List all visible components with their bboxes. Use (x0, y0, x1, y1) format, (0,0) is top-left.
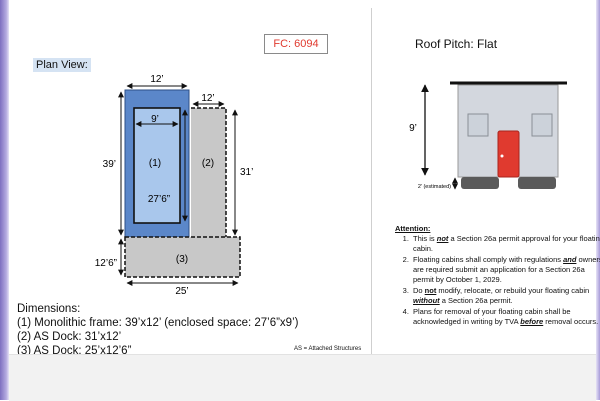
right-float (518, 177, 556, 189)
dim-bottom-width: 25’ (175, 286, 188, 297)
cabin-door (497, 130, 520, 178)
zone-2-label: (2) (202, 158, 214, 169)
enclosed-space-rect (133, 107, 181, 224)
attention-item: Plans for removal of your floating cabin… (411, 307, 600, 327)
dimension-item: (2) AS Dock: 31’x12’ (17, 331, 122, 343)
right-window-edge (596, 0, 600, 400)
dimensions-title: Dimensions: (17, 303, 81, 315)
dock-3-rect (124, 236, 241, 278)
attention-list: This is not a Section 26a permit approva… (395, 234, 600, 327)
dimensions-list: Dimensions: (1) Monolithic frame: 39’x12… (17, 302, 298, 358)
attention-item: Do not modify, relocate, or rebuild your… (411, 286, 600, 306)
zone-3-label: (3) (176, 254, 188, 265)
attention-title: Attention: (395, 224, 431, 233)
roof-pitch-title: Roof Pitch: Flat (415, 37, 498, 51)
left-float (461, 177, 499, 189)
plan-view-diagram: 12’ 12’ 9’ 39’ 27’6” 31’ 12’6” 25’ (1) (… (95, 74, 567, 297)
plan-view-label: Plan View: (33, 58, 91, 72)
left-window-edge (0, 0, 9, 400)
dim-top-width: 12’ (150, 74, 163, 85)
dock-2-rect (191, 108, 226, 237)
zone-1-label: (1) (149, 158, 161, 169)
fc-number-box: FC: 6094 (264, 34, 328, 54)
door-knob (500, 154, 504, 158)
dimension-item: (1) Monolithic frame: 39’x12’ (enclosed … (17, 317, 299, 329)
attention-item: Floating cabins shall comply with regula… (411, 255, 600, 285)
page-bottom-band (9, 354, 596, 401)
left-window (467, 113, 489, 137)
as-note: AS = Attached Structures (294, 346, 362, 352)
document-page: FC: 6094 Plan View: Roof Pitch: Flat 12’… (9, 0, 600, 400)
attention-box: Attention: This is not a Section 26a per… (395, 224, 600, 328)
dim-inner-length: 27’6” (148, 194, 170, 205)
dim-top-width-2: 12’ (201, 93, 214, 104)
dim-right-height: 31’ (240, 167, 253, 178)
float-height-label: 2’ (estimated) (418, 184, 451, 190)
section-divider (371, 8, 372, 354)
dim-inner-width: 9’ (151, 114, 159, 125)
dim-bottom-left: 12’6” (95, 258, 117, 269)
dim-left-height: 39’ (103, 159, 116, 170)
attention-item: This is not a Section 26a permit approva… (411, 234, 600, 254)
right-window (531, 113, 553, 137)
dock-2-outline (191, 107, 227, 237)
elev-height-label: 9’ (409, 123, 417, 134)
